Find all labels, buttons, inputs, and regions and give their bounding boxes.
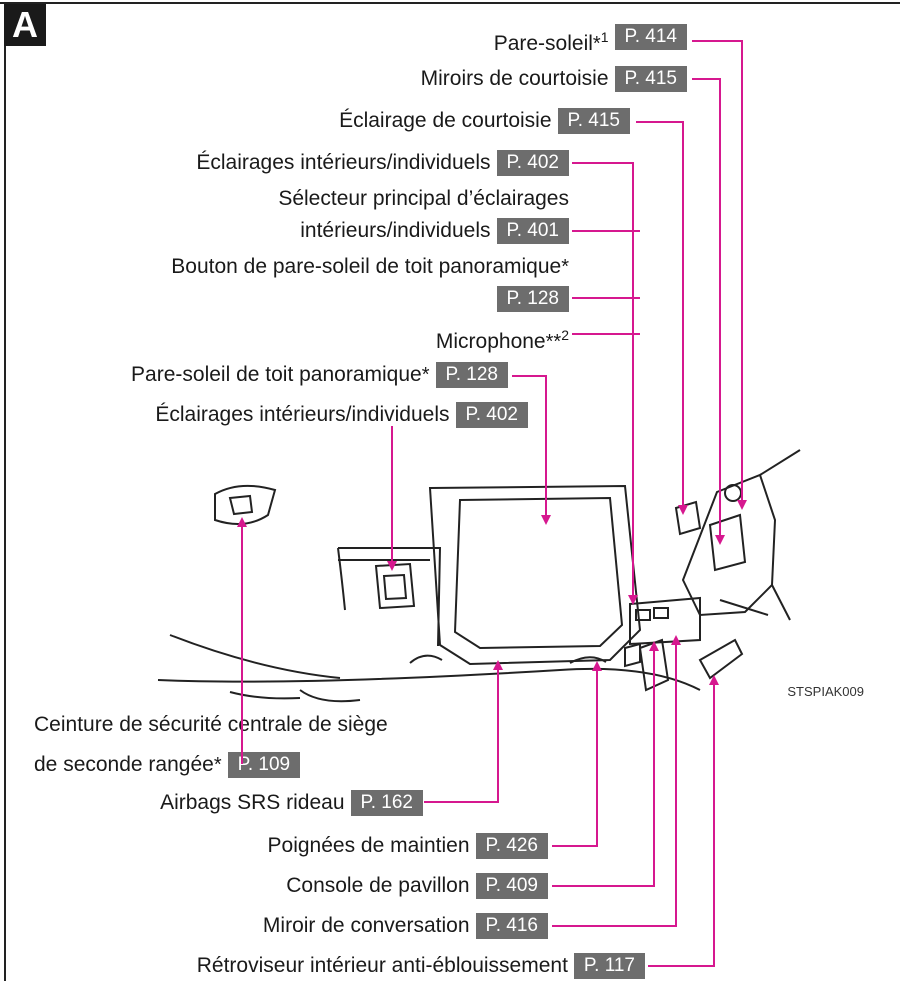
- page-ref-selecteur[interactable]: P. 401: [496, 218, 569, 244]
- label-text: Éclairages intérieurs/individuels: [196, 151, 491, 174]
- visor-clip: [724, 484, 742, 502]
- grab-handle-left: [409, 654, 443, 664]
- leader-miroir-conversation: [552, 635, 681, 927]
- label-text: Bouton de pare-soleil de toit panoramiqu…: [171, 255, 562, 278]
- label-text: Éclairage de courtoisie: [339, 109, 552, 132]
- label-retroviseur: Rétroviseur intérieur anti-éblouissement…: [197, 953, 645, 979]
- page-ref-eclairages-individuels-top[interactable]: P. 402: [496, 150, 569, 176]
- leader-pare-soleil: [692, 40, 747, 510]
- page-ref-eclairages-individuels-mid[interactable]: P. 402: [455, 402, 528, 428]
- asterisk-mark: *: [592, 33, 601, 55]
- footnote-asterisk: *: [553, 331, 562, 353]
- footnote-sup: 1: [600, 29, 609, 45]
- label-text: Miroir de conversation: [262, 914, 470, 937]
- label-ceinture-line2: de seconde rangée*P. 109: [34, 752, 301, 778]
- leader-eclairage-courtoisie: [636, 121, 688, 515]
- label-pare-soleil-toit: Pare-soleil de toit panoramique*P. 128: [131, 362, 508, 388]
- leader-poignees: [552, 661, 602, 847]
- label-bouton-pare-soleil-toit-page: P. 128: [491, 286, 569, 312]
- overhead-console: [629, 596, 701, 646]
- footnote-sup: 2: [561, 327, 569, 343]
- asterisk-mark: *: [545, 331, 554, 353]
- page-ref-bouton-pare-soleil-toit[interactable]: P. 128: [496, 286, 569, 312]
- car-ceiling-illustration: [157, 449, 801, 703]
- panoramic-roof: [428, 484, 642, 666]
- label-text: Miroirs de courtoisie: [420, 67, 609, 90]
- label-pare-soleil: Pare-soleil*1 P. 414: [494, 24, 687, 57]
- asterisk-mark: *: [561, 256, 569, 278]
- label-bouton-pare-soleil-toit: Bouton de pare-soleil de toit panoramiqu…: [171, 254, 569, 280]
- image-code: STSPIAK009: [787, 684, 864, 699]
- label-text: Éclairages intérieurs/individuels: [155, 403, 450, 426]
- label-text: Ceinture de sécurité centrale de siège: [34, 713, 388, 736]
- seatbelt-anchor: [214, 484, 277, 525]
- leader-pare-soleil-toit: [512, 375, 551, 525]
- sun-visor: [681, 473, 777, 617]
- asterisk-mark: *: [421, 364, 430, 386]
- page-ref-eclairage-courtoisie[interactable]: P. 415: [557, 108, 630, 134]
- page-ref-miroirs-courtoisie[interactable]: P. 415: [614, 66, 687, 92]
- label-text: Airbags SRS rideau: [160, 791, 345, 814]
- page-ref-miroir-conversation[interactable]: P. 416: [475, 913, 548, 939]
- label-text: intérieurs/individuels: [300, 219, 491, 242]
- label-text: Pare-soleil de toit panoramique: [131, 363, 422, 386]
- section-badge: A: [4, 4, 46, 46]
- page-ref-retroviseur[interactable]: P. 117: [573, 953, 645, 979]
- leader-retroviseur: [648, 675, 719, 967]
- asterisk-mark: *: [213, 754, 222, 776]
- frame-top-border: [0, 2, 900, 4]
- label-text: Pare-soleil: [493, 32, 593, 55]
- label-selecteur-line1: Sélecteur principal d’éclairages: [278, 186, 569, 212]
- page-ref-console[interactable]: P. 409: [475, 873, 548, 899]
- rearview-mirror: [698, 638, 744, 680]
- label-text: de seconde rangée: [34, 753, 214, 776]
- label-text: Rétroviseur intérieur anti-éblouissement: [196, 954, 568, 977]
- page-ref-pare-soleil-toit[interactable]: P. 128: [435, 362, 508, 388]
- vanity-mirror: [708, 513, 747, 572]
- individual-light: [374, 562, 416, 610]
- grab-handle-right: [569, 656, 607, 664]
- label-ceinture-line1: Ceinture de sécurité centrale de siège: [34, 712, 388, 738]
- leader-airbags: [424, 660, 503, 803]
- label-microphone: Microphone**2: [436, 322, 569, 355]
- leader-console: [552, 641, 659, 887]
- page-ref-airbags[interactable]: P. 162: [350, 790, 423, 816]
- label-text: Sélecteur principal d’éclairages: [278, 187, 569, 210]
- label-text: Console de pavillon: [286, 874, 470, 897]
- leader-eclairages-individuels-top: [572, 162, 638, 605]
- label-text: Poignées de maintien: [267, 834, 470, 857]
- leader-miroirs-courtoisie: [692, 78, 725, 545]
- frame-left-border: [4, 2, 6, 981]
- page-ref-ceinture[interactable]: P. 109: [227, 752, 301, 778]
- courtesy-light: [674, 500, 702, 536]
- page-ref-poignees[interactable]: P. 426: [475, 833, 548, 859]
- page-ref-pare-soleil[interactable]: P. 414: [614, 24, 687, 50]
- leader-lines: [237, 40, 747, 967]
- label-text: Microphone: [435, 330, 546, 353]
